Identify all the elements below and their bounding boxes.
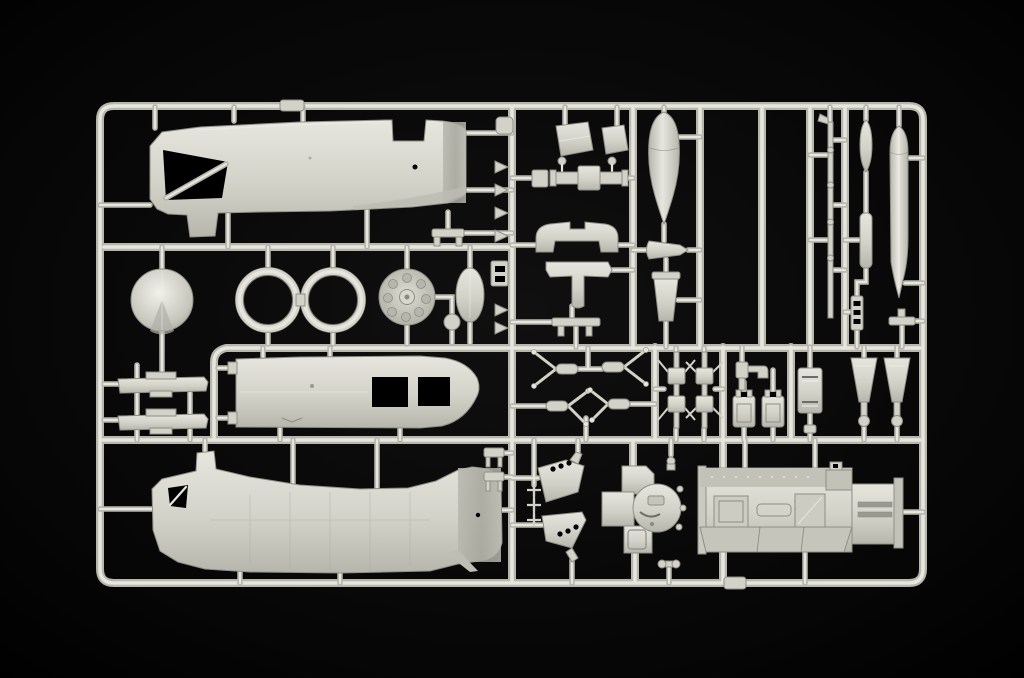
round-tab (495, 116, 514, 135)
wing-opening (418, 377, 450, 406)
hinge-bar (431, 228, 465, 247)
wing-root-fairing (352, 186, 466, 210)
antenna-mast (817, 113, 834, 319)
stool-clips (483, 447, 505, 492)
small-tbar (551, 317, 601, 337)
spinner-dome (130, 268, 194, 335)
fuselage-half-lower (151, 450, 503, 574)
wing-center-section (227, 355, 480, 429)
rigging-hole (412, 164, 418, 170)
frame-tab (279, 99, 305, 112)
fuselage-half-upper (149, 119, 467, 238)
cowl-shading (443, 122, 466, 203)
arch-frame (535, 221, 619, 253)
boarding-ladder (850, 295, 864, 331)
instrument-plates (555, 121, 629, 157)
rail-strips (117, 371, 209, 435)
tail-skid-tbar (888, 308, 916, 326)
bell-fitting (666, 456, 676, 471)
wing-opening (372, 377, 408, 407)
exhaust-fairing (446, 550, 478, 572)
radial-engine (378, 268, 436, 326)
small-disc (443, 313, 461, 331)
panel-dot (308, 156, 312, 160)
gun-cradle (735, 361, 769, 391)
float-tank-half (889, 125, 909, 299)
pitot-teardrop (859, 119, 873, 173)
cockpit-floor-sidewall (697, 461, 904, 555)
sprue-runner-frame (100, 99, 923, 590)
bottom-flange (699, 526, 853, 553)
seat-cross (545, 261, 613, 309)
machine-guns (657, 351, 724, 429)
cowling-rings (235, 267, 366, 333)
panel-lines (210, 492, 430, 570)
upper-ridge (700, 468, 852, 487)
cowl-flap-wedges (537, 451, 587, 563)
bucket-part (651, 271, 681, 322)
arrow-clips (494, 116, 514, 335)
caltrop-sprig (527, 484, 541, 526)
control-link (657, 559, 681, 569)
sway-brace-struts (531, 347, 649, 427)
radio-box (797, 367, 823, 434)
small-square-part (531, 169, 549, 188)
ring-bridge (295, 293, 306, 307)
lever-slot (756, 503, 792, 517)
oval-fairing (455, 267, 485, 323)
clip-buckle (490, 260, 509, 287)
end-cap (893, 477, 904, 549)
beam-part (549, 156, 629, 191)
step-rail (859, 212, 873, 269)
engine-firewall (601, 465, 687, 554)
step-notch (825, 469, 853, 491)
ammo-boxes (732, 389, 785, 428)
cone-fairing (646, 240, 689, 260)
frame-tab (723, 576, 747, 590)
gear-covers (850, 357, 911, 427)
drop-tank (648, 111, 680, 226)
rivet-row (711, 476, 809, 478)
